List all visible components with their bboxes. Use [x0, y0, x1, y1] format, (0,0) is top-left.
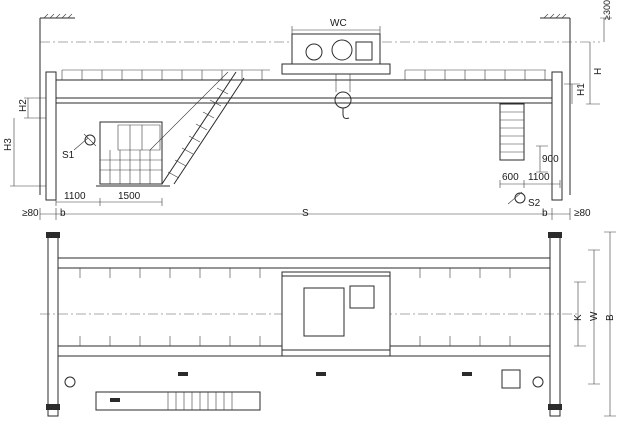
right-ladder: [499, 103, 525, 161]
h2-label: H2: [18, 99, 29, 112]
h2-dim: [24, 97, 46, 119]
left-wheel-bottom: [46, 404, 60, 410]
main-girder: [55, 79, 553, 99]
h3-dim: [10, 118, 46, 187]
ge80-left-label: ≥80: [22, 208, 39, 219]
s2-symbol: [514, 192, 526, 204]
hook-ropes: [335, 74, 351, 92]
s1-marker: [73, 133, 97, 151]
left-wall-hatch: [43, 13, 73, 19]
trolley-motor: [305, 43, 323, 61]
plan-detail-3: [462, 372, 472, 376]
plan-trolley-drum: [303, 287, 345, 337]
right-wheel-top: [548, 232, 562, 238]
b-dim: [604, 231, 616, 417]
h-dim: [586, 42, 600, 105]
h1-dim: [564, 83, 580, 104]
span-label: S: [302, 208, 309, 219]
girder-handrail: [61, 69, 546, 80]
plan-walkway-grating: [167, 392, 233, 410]
plan-detail-1: [178, 372, 188, 376]
stair-rungs: [167, 87, 229, 179]
b-label: B: [605, 314, 616, 321]
s1-label: S1: [62, 150, 75, 161]
ge80-right-label: ≥80: [574, 208, 591, 219]
d600-label: 600: [502, 172, 519, 183]
k-label: K: [573, 314, 584, 321]
trolley-drum: [331, 39, 353, 61]
plan-girder-stiffeners: [79, 268, 511, 346]
h-label: H: [593, 68, 604, 75]
hook: [342, 108, 350, 119]
right-wall-hatch: [543, 13, 567, 19]
w-label: W: [589, 311, 600, 321]
right-wall: [540, 17, 571, 195]
d1500-label: 1500: [118, 191, 141, 202]
plan-view: K W B: [40, 231, 616, 417]
wc-label: WC: [330, 18, 347, 29]
plan-motor-right: [532, 376, 544, 388]
plan-trolley-rails: [282, 275, 390, 351]
d1100-right-label: 1100: [528, 172, 550, 183]
trolley-gearbox: [355, 41, 373, 61]
plan-walkway: [95, 391, 261, 411]
operator-cab: [99, 121, 163, 185]
plan-detail-2: [316, 372, 326, 376]
left-runway-beam: [45, 71, 57, 201]
k-dim: [574, 281, 586, 347]
d1100-left-label: 1100: [64, 191, 86, 202]
s2-marker: [507, 191, 523, 205]
plan-girder-top: [57, 257, 551, 269]
wc-dim-line: [291, 26, 381, 34]
span-dim: [39, 208, 571, 220]
cab-window: [117, 124, 161, 151]
s1-symbol: [84, 134, 96, 146]
right-ladder-rungs: [500, 111, 524, 153]
stair: [161, 71, 245, 185]
elevation-view: WC H2 H3 S1 H H1 ≥300 900 600 1100: [3, 0, 612, 220]
right-wheel-bottom: [548, 404, 562, 410]
right-end-truck: [549, 235, 561, 417]
stair-handrail: [149, 71, 229, 151]
plan-panel: [501, 369, 521, 389]
h300-dim: [600, 17, 612, 42]
bottom-left-dims: [55, 198, 163, 206]
b-left-label: b: [60, 208, 66, 219]
trolley-base: [281, 63, 391, 75]
d900-dim: [536, 145, 548, 173]
left-wheel-top: [46, 232, 60, 238]
cab-railing: [100, 150, 162, 184]
plan-trolley-motor: [349, 285, 375, 309]
h1-label: H1: [576, 83, 587, 96]
w-dim: [588, 249, 600, 385]
d900-label: 900: [542, 154, 559, 165]
h3-label: H3: [3, 138, 14, 151]
s2-label: S2: [528, 198, 541, 209]
b-right-label: b: [542, 208, 548, 219]
plan-motor-left: [64, 376, 76, 388]
left-end-truck: [47, 235, 59, 417]
plan-cab: [110, 398, 120, 402]
left-wall: [39, 17, 75, 195]
right-runway-beam: [551, 71, 563, 201]
h-ge-300-label: ≥300: [602, 0, 612, 20]
bottom-right-dims: [499, 180, 561, 188]
